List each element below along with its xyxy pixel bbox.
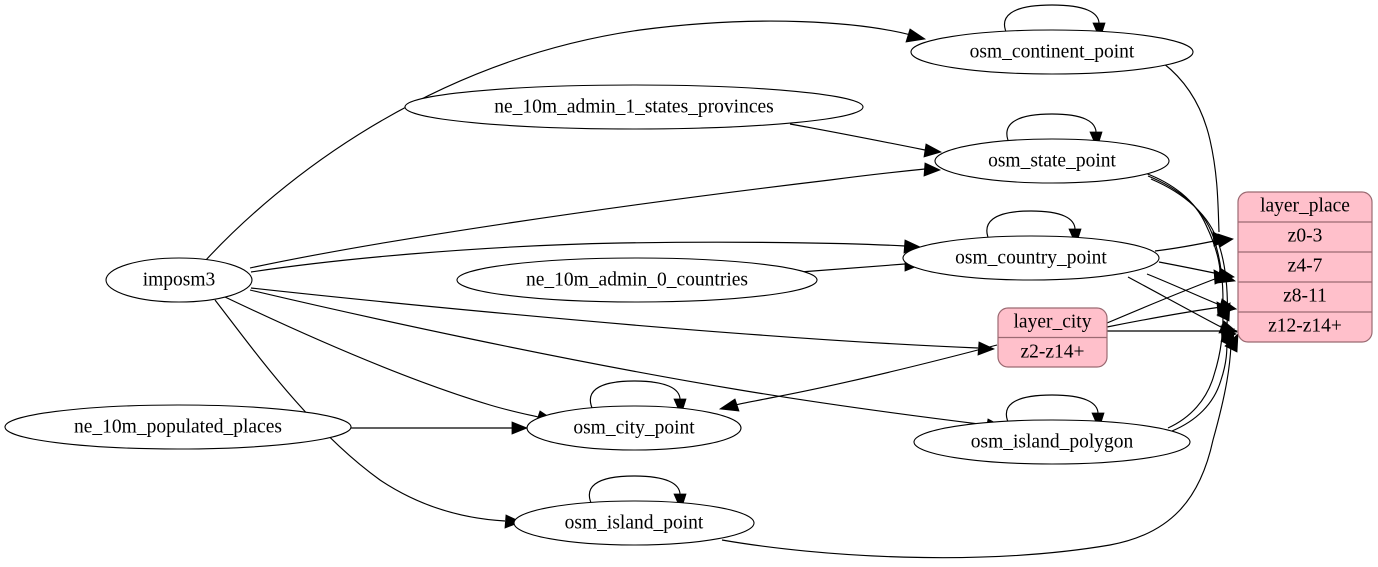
record-row-layer_place-z8-11[interactable]: z8-11 [1283,285,1327,306]
node-osm_city_point[interactable]: osm_city_point [526,405,742,451]
edge-ne_10m_admin_0_countries-to-osm_country_point [799,257,922,273]
edge-ne_10m_admin_1_states_provinces-to-osm_state_point [789,123,943,158]
edge-layer_city-to-layer_place-z8-11 [1106,300,1238,328]
node-osm_island_point[interactable]: osm_island_point [513,500,755,546]
self-loop-layer [588,4,1106,512]
node-label-osm_city_point: osm_city_point [573,417,695,438]
node-label-osm_island_polygon: osm_island_polygon [971,431,1134,452]
node-label-ne_10m_admin_1_states_provinces: ne_10m_admin_1_states_provinces [494,96,773,117]
node-label-osm_island_point: osm_island_point [565,512,704,533]
edge-imposm3-to-layer_city [250,287,996,356]
record-header-layer_place: layer_place [1260,195,1350,216]
record-header-layer_city: layer_city [1014,311,1092,332]
node-osm_country_point[interactable]: osm_country_point [902,235,1160,281]
edge-layer_city-to-layer_place-z4-7 [1106,270,1237,324]
node-label-imposm3: imposm3 [143,269,216,290]
node-label-osm_state_point: osm_state_point [988,150,1116,171]
edge-layer_city-to-osm_city_point [718,344,998,412]
node-osm_state_point[interactable]: osm_state_point [934,138,1170,184]
edge-layer_city-to-layer_place-z12-z14 [1107,324,1239,338]
edge-imposm3-to-osm_state_point [249,162,942,269]
edge-osm_island_polygon-to-layer_place-z8-11 [1167,302,1231,429]
edge-imposm3-to-osm_island_point [214,299,523,529]
self-loop-osm_city_point [589,380,687,417]
edge-osm_island_polygon-to-layer_place-z12-z14 [1171,328,1235,432]
node-label-osm_country_point: osm_country_point [955,247,1107,268]
node-ne_10m_admin_0_countries[interactable]: ne_10m_admin_0_countries [456,257,818,303]
record-row-layer_place-z4-7[interactable]: z4-7 [1288,255,1323,276]
record-node-layer_place[interactable]: layer_place z0-3 z4-7 z8-11 z12-z14+ [1237,191,1373,343]
record-row-layer_city-z2-z14[interactable]: z2-z14+ [1020,341,1084,362]
edge-osm_country_point-to-layer_place-z0-3 [1154,233,1234,252]
edge-osm_island_point-to-layer_place-z12-z14 [721,333,1239,559]
node-osm_island_polygon[interactable]: osm_island_polygon [913,419,1191,465]
node-osm_continent_point[interactable]: osm_continent_point [910,29,1194,75]
node-label-osm_continent_point: osm_continent_point [970,41,1135,62]
record-row-layer_place-z12-z14[interactable]: z12-z14+ [1268,315,1342,336]
edge-imposm3-to-osm_city_point [224,296,557,424]
node-ne_10m_admin_1_states_provinces[interactable]: ne_10m_admin_1_states_provinces [404,84,864,130]
node-ne_10m_populated_places[interactable]: ne_10m_populated_places [4,404,352,450]
edge-osm_continent_point-to-layer_place-z0-3 [1162,62,1229,247]
node-label-ne_10m_admin_0_countries: ne_10m_admin_0_countries [526,269,748,290]
node-imposm3[interactable]: imposm3 [105,257,253,303]
record-node-layer_city[interactable]: layer_city z2-z14+ [997,307,1108,368]
edge-ne_10m_populated_places-to-osm_city_point [351,421,529,435]
edge-imposm3-to-osm_continent_point [204,20,927,262]
node-label-ne_10m_populated_places: ne_10m_populated_places [74,416,282,437]
record-row-layer_place-z0-3[interactable]: z0-3 [1288,225,1323,246]
